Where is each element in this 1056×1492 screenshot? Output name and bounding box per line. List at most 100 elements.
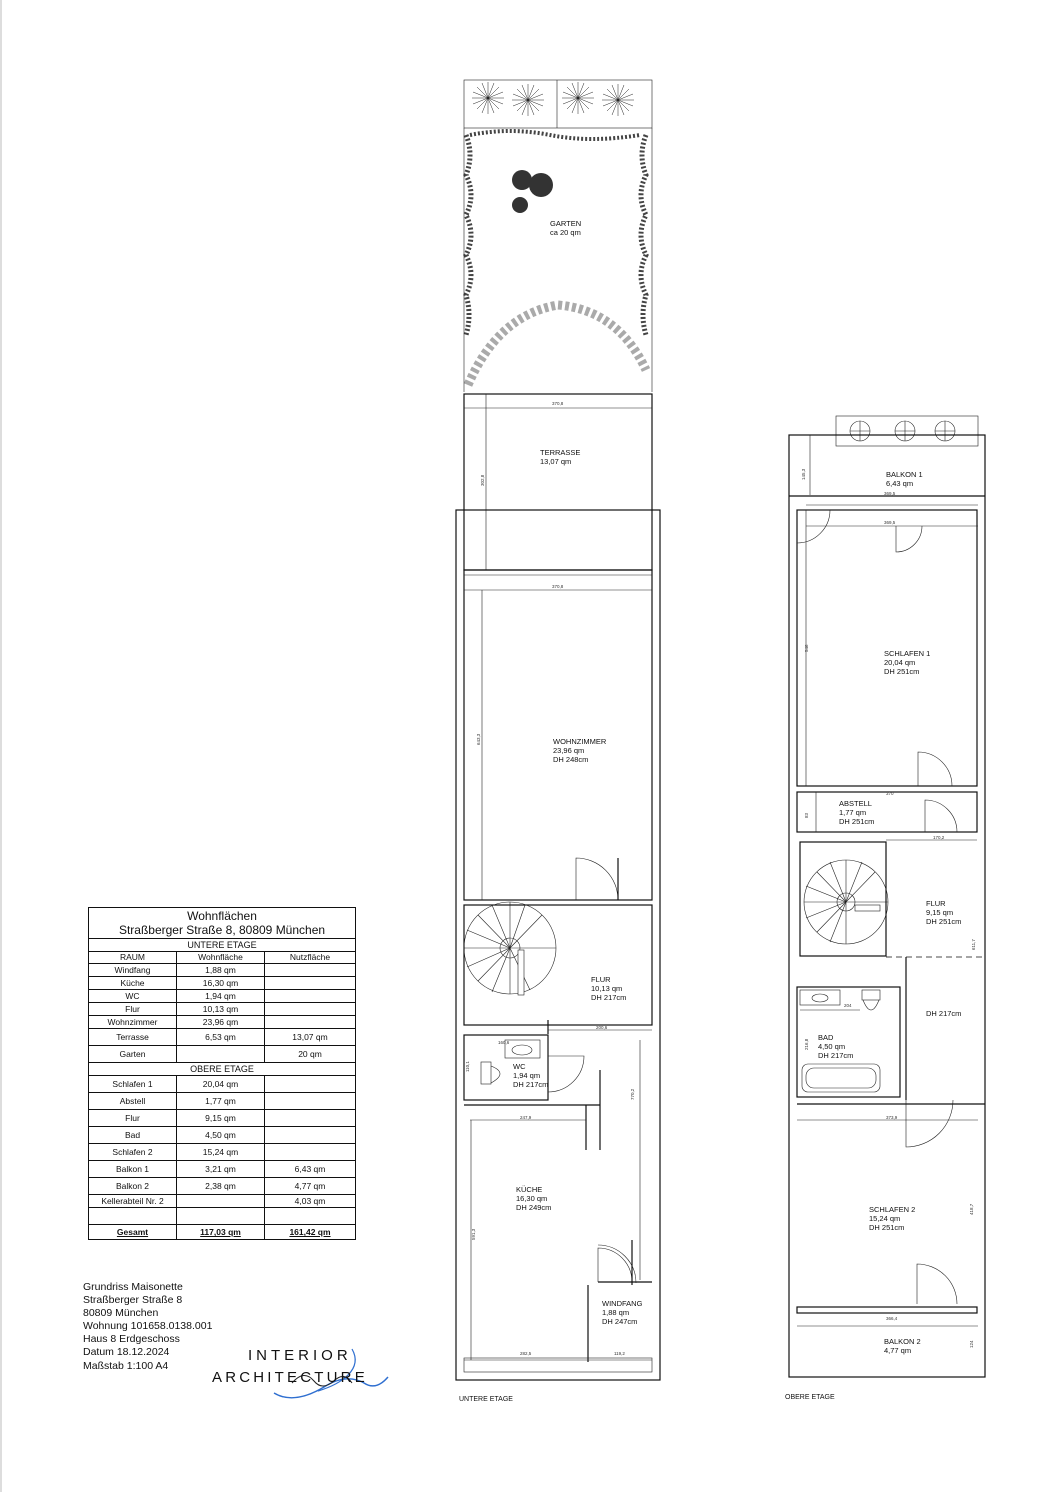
dim-wohnzimmer-width: 370,8 xyxy=(552,584,564,589)
dim-flur-upper-depth: 611,7 xyxy=(971,939,976,950)
room-name-terrasse: TERRASSE xyxy=(540,448,580,457)
dim-windfang-bottom: 119,2 xyxy=(614,1351,625,1356)
cell-nutzflaeche xyxy=(265,1110,355,1126)
cell-wohnflaeche: 6,53 qm xyxy=(177,1029,265,1045)
room-height-flur-lower: DH 217cm xyxy=(591,993,626,1002)
cell-room: Balkon 2 xyxy=(89,1178,177,1194)
cell-wohnflaeche: 23,96 qm xyxy=(177,1016,265,1028)
cell-nutzflaeche: 4,03 qm xyxy=(294,1196,326,1206)
room-name-flur-upper: FLUR xyxy=(926,899,946,908)
room-name-wc: WC xyxy=(513,1062,526,1071)
dim-balkon2-width: 366,4 xyxy=(886,1316,898,1321)
cell-wohnflaeche: 9,15 qm xyxy=(177,1110,265,1126)
cell-room: Wohnzimmer xyxy=(89,1016,177,1028)
cell-room: Kellerabteil Nr. 2 xyxy=(89,1195,177,1207)
dim-wc-depth: 110,1 xyxy=(465,1061,470,1072)
section-lower: UNTERE ETAGE xyxy=(89,939,355,952)
room-area-windfang: 1,88 qm xyxy=(602,1308,629,1317)
room-name-balkon2: BALKON 2 xyxy=(884,1337,921,1346)
cell-room: Küche xyxy=(89,977,177,989)
cell-nutzflaeche xyxy=(265,1144,355,1160)
cell-room: Flur xyxy=(89,1110,177,1126)
planter-plants xyxy=(849,420,956,442)
room-area-terrasse: 13,07 qm xyxy=(540,457,571,466)
room-area-flur-upper: 9,15 qm xyxy=(926,908,953,917)
dim-balkon1-depth: 145,3 xyxy=(801,468,806,480)
room-area-balkon2: 4,77 qm xyxy=(884,1346,911,1355)
dim-abstell-depth: 83 xyxy=(804,812,809,818)
cell-nutzflaeche: 4,77 qm xyxy=(294,1181,326,1191)
dim-kueche-width: 247,9 xyxy=(520,1115,532,1120)
cell-wohnflaeche: 1,88 qm xyxy=(177,964,265,976)
room-height-kueche: DH 249cm xyxy=(516,1203,551,1212)
room-height-flur-upper: DH 251cm xyxy=(926,917,961,926)
dim-schlafen1-width: 369,5 xyxy=(884,520,896,525)
table-row: Kellerabteil Nr. 2 4,03 qm xyxy=(89,1195,355,1208)
total-nutzflaeche: 161,42 qm xyxy=(289,1227,331,1237)
dim-flur-width: 200,6 xyxy=(596,1025,608,1030)
info-line: 80809 München xyxy=(83,1307,159,1320)
spiral-staircase-lower xyxy=(463,901,557,996)
cell-nutzflaeche: 20 qm xyxy=(298,1049,322,1059)
info-line: Grundriss Maisonette xyxy=(83,1281,183,1293)
terrace-area: 370,8 302,8 TERRASSE 13,07 qm xyxy=(456,393,660,571)
table-row-empty xyxy=(89,1208,355,1225)
room-area-balkon1: 6,43 qm xyxy=(886,479,913,488)
table-title: Wohnflächen xyxy=(187,909,257,923)
dim-wc-width: 160,6 xyxy=(498,1040,510,1045)
garden-area: GARTEN ca 20 qm xyxy=(463,79,653,392)
room-height-flur-upper-2: DH 217cm xyxy=(926,1009,961,1018)
cell-nutzflaeche xyxy=(265,1127,355,1143)
cell-nutzflaeche: 6,43 qm xyxy=(294,1164,326,1174)
cell-room: Flur xyxy=(89,1003,177,1015)
dim-schlafen2-depth: 418,7 xyxy=(969,1203,974,1215)
room-height-wohnzimmer: DH 248cm xyxy=(553,755,588,764)
cell-nutzflaeche: 13,07 qm xyxy=(292,1032,328,1042)
room-height-schlafen2: DH 251cm xyxy=(869,1223,904,1232)
cell-room: Abstell xyxy=(89,1093,177,1109)
room-area-flur-lower: 10,13 qm xyxy=(591,984,622,993)
cell-room: Bad xyxy=(89,1127,177,1143)
lower-floor-plan: GARTEN ca 20 qm 370,8 302,8 TERRASSE 13,… xyxy=(455,79,661,1381)
info-line: Haus 8 Erdgeschoss xyxy=(83,1333,180,1346)
room-area-schlafen2: 15,24 qm xyxy=(869,1214,900,1223)
cell-room: WC xyxy=(89,990,177,1002)
info-line: Datum 18.12.2024 xyxy=(83,1346,170,1359)
room-name-wohnzimmer: WOHNZIMMER xyxy=(553,737,607,746)
logo-word-architecture: ARCHITECTURE xyxy=(212,1369,368,1386)
dim-wohnzimmer-depth: 643,3 xyxy=(476,733,481,745)
cell-room: Terrasse xyxy=(89,1029,177,1045)
table-address: Straßberger Straße 8, 80809 München xyxy=(89,923,355,939)
cell-room: Balkon 1 xyxy=(89,1161,177,1177)
cell-nutzflaeche xyxy=(265,1003,355,1015)
cell-nutzflaeche xyxy=(265,1016,355,1028)
room-area-schlafen1: 20,04 qm xyxy=(884,658,915,667)
dim-corridor-length: 770,2 xyxy=(630,1088,635,1100)
cell-wohnflaeche: 10,13 qm xyxy=(177,1003,265,1015)
company-logo: INTERIOR ARCHITECTURE xyxy=(212,1345,402,1405)
caption-upper-floor: OBERE ETAGE xyxy=(785,1394,835,1401)
dim-bad-depth: 216,8 xyxy=(804,1038,809,1050)
area-table: Wohnflächen Straßberger Straße 8, 80809 … xyxy=(88,907,356,1240)
header-raum: RAUM xyxy=(89,952,177,963)
cell-nutzflaeche xyxy=(265,1093,355,1109)
room-area-kueche: 16,30 qm xyxy=(516,1194,547,1203)
header-nutzflaeche: Nutzfläche xyxy=(289,952,331,962)
dim-schlafen2-width: 373,9 xyxy=(886,1115,898,1120)
cell-nutzflaeche xyxy=(265,990,355,1002)
room-area-abstell: 1,77 qm xyxy=(839,808,866,817)
cell-wohnflaeche: 3,21 qm xyxy=(177,1161,265,1177)
room-height-schlafen1: DH 251cm xyxy=(884,667,919,676)
room-name-flur-lower: FLUR xyxy=(591,975,611,984)
spiral-staircase-upper xyxy=(799,841,889,957)
caption-lower-floor: UNTERE ETAGE xyxy=(459,1396,513,1403)
